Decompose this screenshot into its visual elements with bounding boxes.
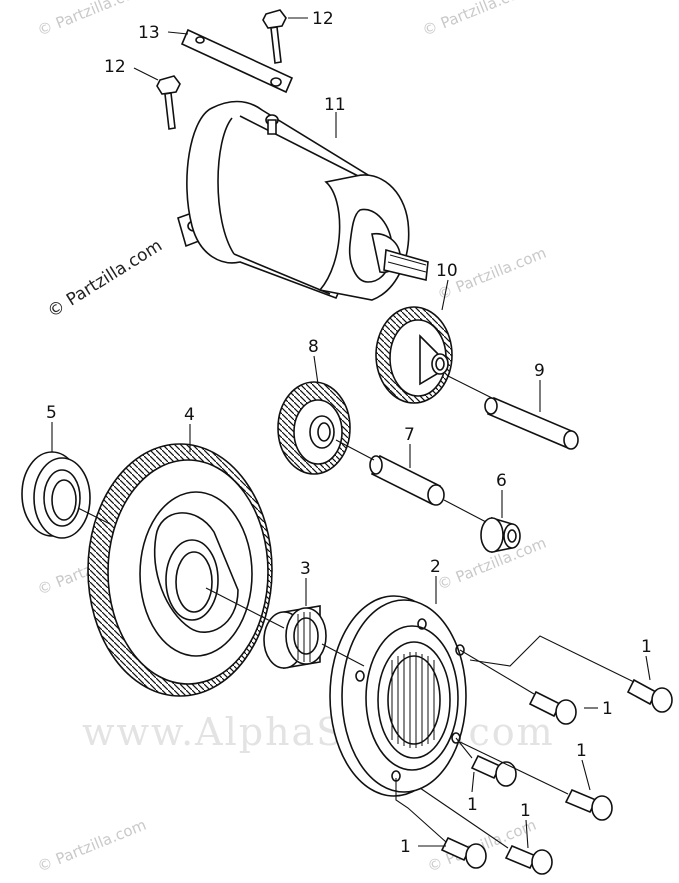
callout-5: 5 (46, 403, 57, 423)
watermark-brand: www.AlphaSports.com (82, 710, 555, 754)
callout-7: 7 (404, 425, 415, 445)
callout-12-left: 12 (104, 57, 126, 77)
part-12-bolt-top (262, 9, 287, 64)
callout-3: 3 (300, 559, 311, 579)
callout-12-top: 12 (312, 9, 334, 29)
callout-13: 13 (138, 23, 160, 43)
callout-1-mid: 1 (602, 699, 613, 719)
part-10-idle-gear (375, 306, 453, 404)
part-12-bolt-left (156, 75, 181, 130)
callout-2: 2 (430, 557, 441, 577)
part-1-bolt-e (440, 836, 487, 869)
part-6-bushing (480, 516, 521, 553)
part-1-bolt-d (564, 788, 613, 821)
callout-1-lower: 1 (576, 741, 587, 761)
callout-labels: 13 12 12 11 10 8 9 4 5 7 6 2 3 1 1 1 1 1… (46, 9, 652, 857)
callout-11: 11 (324, 95, 346, 115)
callout-leaders (51, 17, 651, 849)
watermark-top-left: © Partzilla.com (35, 0, 149, 40)
part-11-starter-motor (177, 100, 429, 301)
part-1-bolt-f (504, 844, 553, 875)
callout-6: 6 (496, 471, 507, 491)
part-9-shaft (484, 396, 579, 450)
part-13-bracket (180, 28, 294, 94)
callout-1-center: 1 (467, 795, 478, 815)
assembly-lines (77, 375, 635, 849)
callout-9: 9 (534, 361, 545, 381)
part-8-reduction-gear (277, 381, 351, 475)
callout-8: 8 (308, 337, 319, 357)
part-1-bolt-c (470, 754, 517, 787)
callout-1-right: 1 (641, 637, 652, 657)
callout-10: 10 (436, 261, 458, 281)
partzilla-watermark: © Partzilla.com (44, 236, 166, 322)
part-1-bolt-b (626, 678, 673, 713)
part-5-bearing (21, 451, 91, 539)
callout-1-bottom-left: 1 (400, 837, 411, 857)
callout-4: 4 (184, 405, 195, 425)
callout-1-bottom-right: 1 (520, 801, 531, 821)
part-1-bolt-a (528, 690, 577, 725)
watermark-top-right: © Partzilla.com (420, 0, 534, 40)
part-3-needle-bearing (263, 605, 327, 669)
clutch-rollers (391, 652, 435, 748)
part-4-starter-driven-gear (87, 443, 273, 697)
part-7-shaft (369, 454, 445, 506)
part-2-clutch-assembly (329, 595, 467, 797)
watermark-bottom-left: © Partzilla.com (35, 816, 149, 876)
